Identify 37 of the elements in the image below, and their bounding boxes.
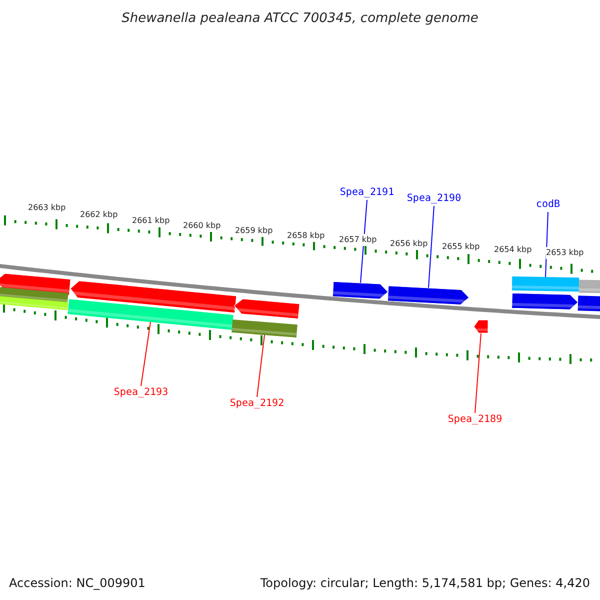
gene-label: Spea_2189 <box>447 413 503 427</box>
map-title: Shewanella pealeana ATCC 700345, complete genome <box>120 10 480 28</box>
position-label: 2657 kbp <box>339 234 377 246</box>
position-label: 2662 kbp <box>80 209 118 221</box>
gene-bar <box>578 296 600 312</box>
gene-block <box>388 286 470 306</box>
position-label: 2663 kbp <box>28 202 66 214</box>
gene-bar <box>0 286 68 304</box>
position-label: 2658 kbp <box>287 230 325 242</box>
leader-line <box>256 334 265 398</box>
position-label: 2661 kbp <box>132 215 170 227</box>
gene-label: Spea_2191 <box>339 186 395 200</box>
position-label: 2659 kbp <box>235 225 273 237</box>
gene-label: codB <box>533 198 563 212</box>
position-label: 2655 kbp <box>442 241 480 253</box>
gene-bar <box>578 280 600 294</box>
gene-label: Spea_2192 <box>229 397 285 411</box>
leader-line <box>474 332 482 414</box>
accession-label: Accession: NC_009901 <box>9 575 146 592</box>
gene-bar <box>232 319 298 338</box>
position-label: 2653 kbp <box>546 247 584 259</box>
gene-block <box>233 298 300 319</box>
leader-line <box>428 206 434 288</box>
genome-summary: Topology: circular; Length: 5,174,581 bp; Genes: 4,420 <box>260 575 590 592</box>
gene-label: Spea_2190 <box>406 192 462 206</box>
gene-block <box>474 320 488 333</box>
leader-line <box>140 322 151 386</box>
gene-label: Spea_2193 <box>113 386 169 400</box>
position-label: 2656 kbp <box>390 238 428 250</box>
gene-bar <box>512 276 580 292</box>
gene-bar <box>68 299 234 330</box>
position-label: 2660 kbp <box>183 220 221 232</box>
gene-bar <box>0 296 68 310</box>
gene-block <box>70 280 236 313</box>
gene-block <box>332 282 388 300</box>
gene-block <box>0 272 71 296</box>
position-label: 2654 kbp <box>494 244 532 256</box>
